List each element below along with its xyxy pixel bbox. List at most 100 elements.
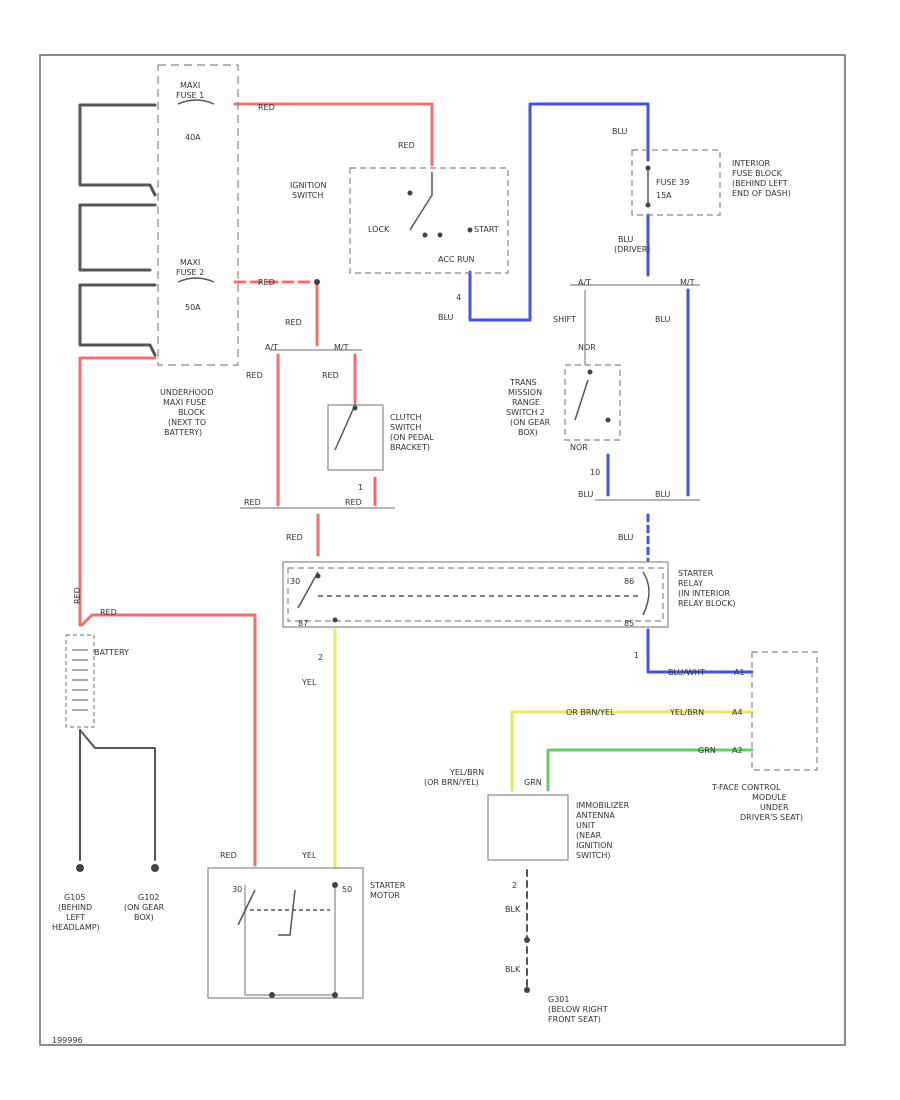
starter-relay-label: STARTER (678, 569, 714, 578)
wire-label-yel-brn: YEL/BRN (669, 708, 704, 717)
underhood-label-4: (NEXT TO (168, 418, 206, 427)
wire-label-red-starter: RED (220, 851, 237, 860)
ground-g301-label: G301 (548, 995, 569, 1004)
wire-label-or-brn-yel: OR BRN/YEL (566, 708, 615, 717)
at-label-left: A/T (265, 343, 278, 352)
starter-pin-50: 50 (342, 885, 352, 894)
ground-g105 (76, 864, 84, 872)
clutch-switch-label: CLUTCH (390, 413, 422, 422)
ground-g301 (524, 937, 530, 943)
immobilizer-label-4: (NEAR (576, 831, 602, 840)
ignition-acc-run: ACC RUN (438, 255, 474, 264)
starter-solenoid-coil (278, 889, 296, 936)
starter-motor (207, 867, 364, 999)
clutch-switch-label-4: BRACKET) (390, 443, 430, 452)
immobilizer-label-5: IGNITION (576, 841, 612, 850)
relay-pin-85: 85 (624, 619, 634, 628)
wire-label-red-br: RED (345, 498, 362, 507)
wire-label-blu-b1: BLU (578, 490, 594, 499)
starter-solenoid-contact (237, 889, 256, 926)
relay-pin-86: 86 (624, 577, 634, 586)
ignition-switch-label-2: SWITCH (292, 191, 323, 200)
fuse-39-dot (645, 165, 651, 171)
wire-label-blu-relay: BLU (618, 533, 634, 542)
wire-label-grn: GRN (698, 746, 716, 755)
clutch-switch-label-2: SWITCH (390, 423, 421, 432)
wire-label-blk-2: BLK (505, 965, 521, 974)
starter-relay-label-4: RELAY BLOCK) (678, 599, 735, 608)
relay-pin-1: 1 (634, 651, 639, 660)
immobilizer-pin: 2 (512, 881, 517, 890)
clutch-pin: 1 (358, 483, 363, 492)
wire-label-red-batt: RED (73, 587, 82, 604)
underhood-label-2: MAXI FUSE (163, 398, 206, 407)
trans-switch-contact (574, 379, 589, 421)
immobilizer-label-6: SWITCH) (576, 851, 611, 860)
trans-range-switch (564, 364, 621, 441)
clutch-dot (352, 405, 358, 411)
wire-label-red-top: RED (258, 103, 275, 112)
tcm-pin-a1: A1 (734, 668, 745, 677)
trans-switch-label: TRANS (509, 378, 537, 387)
trans-dot (587, 369, 593, 375)
ground-g105-label-2: (BEHIND (58, 903, 92, 912)
shift-label: SHIFT (553, 315, 576, 324)
fuse-block-label-4: END OF DASH) (732, 189, 791, 198)
maxi-fuse-1-label-2: FUSE 1 (176, 91, 204, 100)
trans-switch-label-5: (ON GEAR (510, 418, 551, 427)
trans-pin10: 10 (590, 468, 600, 477)
starter-relay-label-3: (IN INTERIOR (678, 589, 731, 598)
maxi-fuse-1-symbol (177, 99, 215, 105)
clutch-switch (327, 404, 384, 471)
relay-pin-87: 87 (298, 619, 308, 628)
wire-grn-tcm-immo (546, 748, 754, 792)
diagram-id: 199996 (52, 1036, 83, 1045)
tcm-label: T-FACE CONTROL (711, 783, 781, 792)
fuse-39-dot-2 (645, 202, 651, 208)
ground-g102 (151, 864, 159, 872)
wire-label-blu-b2: BLU (655, 490, 671, 499)
maxi-fuse-1-label: MAXI (180, 81, 200, 90)
wire-blue-ignition-fuse (468, 102, 650, 322)
wire-black-loop-3 (78, 283, 157, 357)
wire-label-red-batt-2: RED (100, 608, 117, 617)
underhood-label-3: BLOCK (178, 408, 206, 417)
ground-g105-label-4: HEADLAMP) (52, 923, 100, 932)
relay-pin-2: 2 (318, 653, 323, 662)
mt-label-right: M/T (680, 278, 695, 287)
trans-switch-label-3: RANGE (512, 398, 540, 407)
starter-relay-label-2: RELAY (678, 579, 703, 588)
ignition-dot-1 (407, 190, 413, 196)
relay-coil (642, 571, 650, 616)
ignition-switch-label: IGNITION (290, 181, 326, 190)
diagram-frame (39, 54, 846, 1046)
wire-label-red-clutch-top: RED (285, 318, 302, 327)
ground-g105-label: G105 (64, 893, 85, 902)
wire-label-yel-brn-2: YEL/BRN (449, 768, 484, 777)
wire-label-blu-ign: BLU (438, 313, 454, 322)
wire-label-blu-right: BLU (655, 315, 671, 324)
wire-label-red-maxi2: RED (258, 278, 275, 287)
ignition-switch (349, 167, 509, 274)
wire-label-yel-brn-2b: (OR BRN/YEL) (424, 778, 479, 787)
underhood-fuse-block (157, 64, 239, 366)
immobilizer-unit (487, 794, 569, 861)
ignition-switch-contact (409, 172, 433, 231)
trans-nor2: NOR (570, 443, 588, 452)
starter-motor-label: STARTER (370, 881, 406, 890)
wire-label-red-clutch: RED (322, 371, 339, 380)
starter-dot-2 (332, 992, 338, 998)
relay-dot-30 (315, 573, 321, 579)
clutch-switch-label-3: (ON PEDAL (390, 433, 434, 442)
underhood-label: UNDERHOOD (160, 388, 213, 397)
interior-fuse-block (631, 149, 721, 216)
clutch-switch-contact (334, 404, 356, 451)
maxi-fuse-2-amp: 50A (185, 303, 201, 312)
mt-label-left: M/T (334, 343, 349, 352)
trans-switch-label-4: SWITCH 2 (506, 408, 545, 417)
maxi-fuse-2-label-2: FUSE 2 (176, 268, 204, 277)
wire-red-underhood-battery (78, 356, 157, 627)
ground-g102-label-3: BOX) (134, 913, 154, 922)
fuse-39-label: FUSE 39 (656, 178, 689, 187)
relay-dot-87 (332, 617, 338, 623)
